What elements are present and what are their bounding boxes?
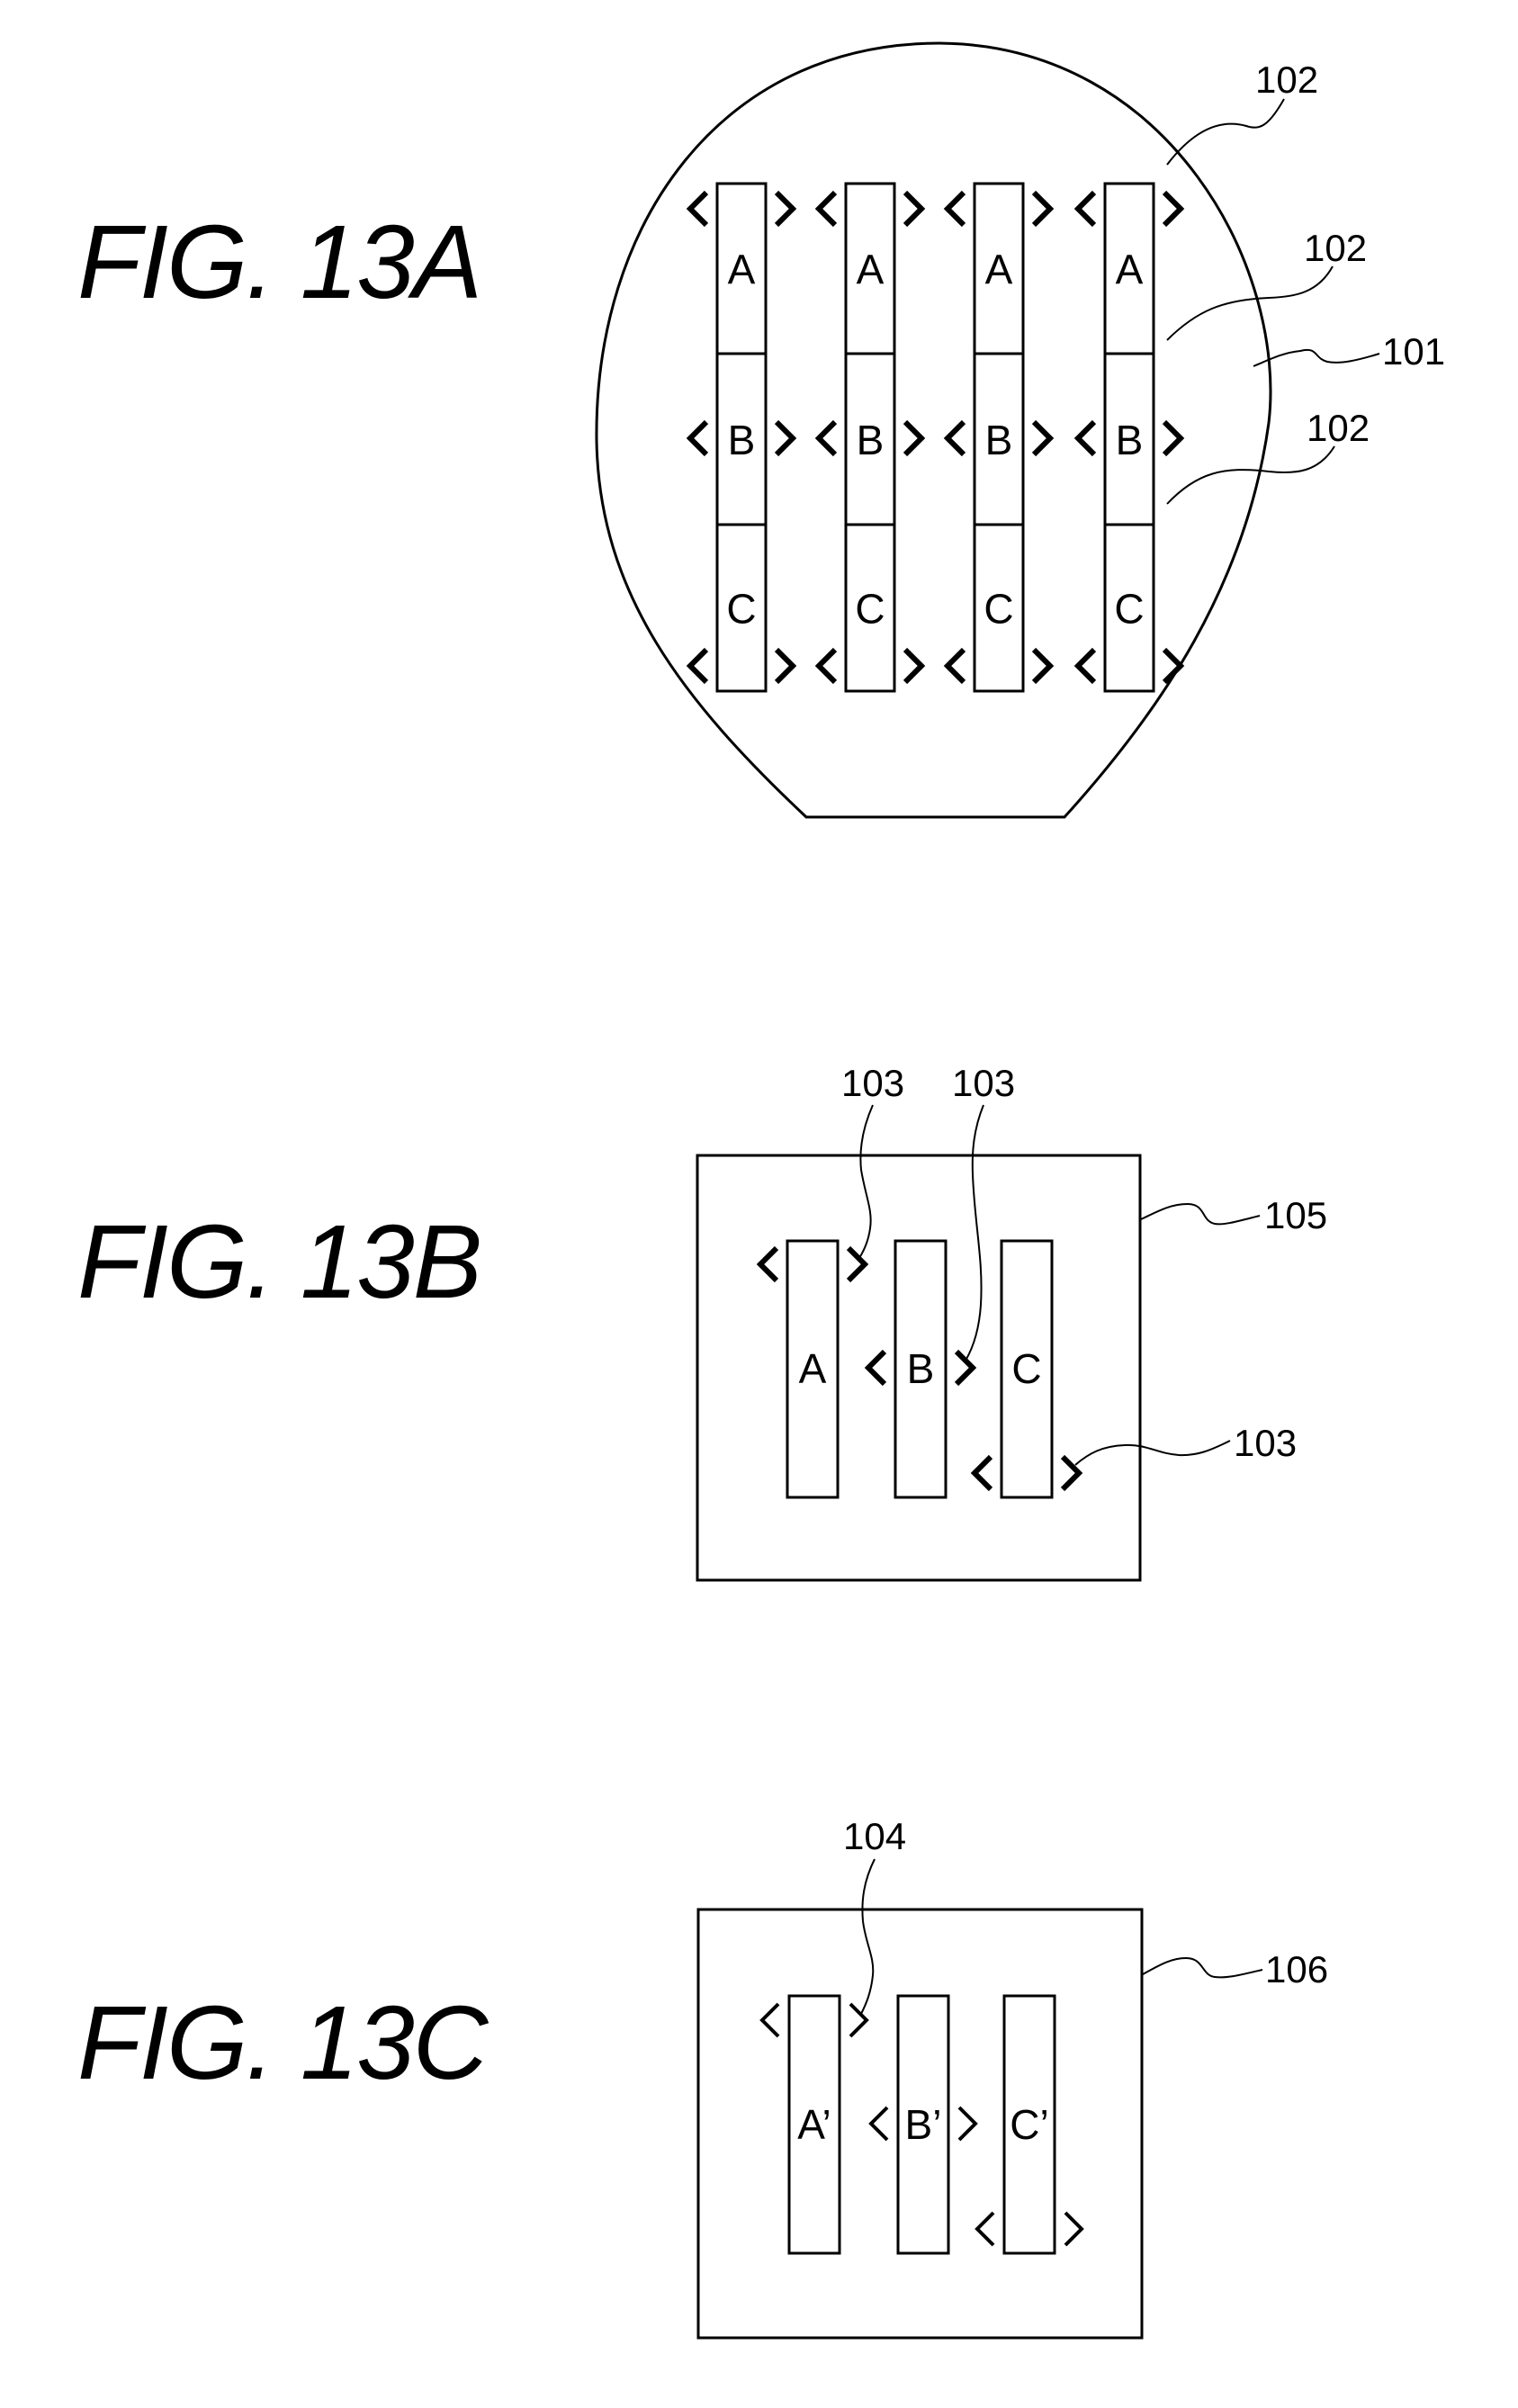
shot-label-a: A [728,247,756,293]
shot-cells: A B C [760,1241,1079,1497]
shot-cell-label: C [1011,1345,1041,1392]
alignment-mark-left-icon [762,2004,778,2036]
alignment-mark-left-icon [975,1457,991,1489]
leader-line-102-bottom [1167,446,1334,504]
ref-label-101: 101 [1382,330,1445,373]
alignment-mark-left-icon [819,650,835,682]
shot-cell-label: A [799,1345,827,1392]
shot-label-c: C [726,586,756,633]
leader-line-106 [1143,1958,1262,1977]
figure-13a: FIG. 13A A B C A B C A B C A B C 102 102 101 102 [77,43,1445,817]
shot-cell: A [760,1241,865,1497]
shot-cells-prime: A’ B’ C’ [762,1996,1082,2253]
shot-label-a: A [1116,247,1144,293]
shot-label-a: A [985,247,1013,293]
alignment-mark-right-icon [777,422,793,454]
ref-label-103-c: 103 [1234,1422,1297,1464]
leader-line-103-c [1075,1441,1230,1465]
shot-columns: A B C A B C A B C A B C [690,184,1181,691]
ref-label-103-b: 103 [952,1062,1015,1104]
alignment-mark-right-icon [1034,650,1050,682]
alignment-mark-left-icon [1078,193,1094,225]
alignment-mark-right-icon [959,2107,975,2140]
alignment-mark-left-icon [690,650,706,682]
shot-cell: B’ [871,1996,975,2253]
figure-13b: FIG. 13B A B C 103 103 105 103 [77,1062,1327,1580]
ref-label-102-top: 102 [1255,58,1318,101]
shot-column: A B C [690,184,793,691]
leader-line-104 [861,1859,875,2014]
leader-line-103-a [859,1105,873,1258]
alignment-mark-left-icon [819,422,835,454]
shot-label-c: C [984,586,1013,633]
alignment-mark-left-icon [868,1352,885,1384]
alignment-mark-left-icon [690,193,706,225]
alignment-mark-right-icon [1063,1457,1079,1489]
shot-cell: C [975,1241,1079,1497]
ref-label-102-middle: 102 [1304,227,1367,269]
alignment-mark-left-icon [760,1248,777,1280]
alignment-mark-left-icon [819,193,835,225]
alignment-mark-right-icon [1065,2213,1082,2245]
ref-label-102-bottom: 102 [1307,407,1370,449]
shot-column: A B C [819,184,921,691]
shot-cell: C’ [977,1996,1082,2253]
alignment-mark-right-icon [905,422,921,454]
alignment-mark-right-icon [957,1352,973,1384]
alignment-mark-left-icon [871,2107,887,2140]
ref-label-106: 106 [1265,1948,1328,1990]
alignment-mark-left-icon [690,422,706,454]
shot-column: A B C [948,184,1050,691]
shot-cell: B [868,1241,973,1497]
shot-cell-label: B [907,1345,935,1392]
figure-13c: FIG. 13C A’ B’ C’ 104 106 [77,1815,1328,2338]
alignment-mark-right-icon [1164,650,1181,682]
alignment-mark-left-icon [1078,650,1094,682]
alignment-mark-right-icon [905,193,921,225]
figure-13b-title: FIG. 13B [77,1203,481,1320]
alignment-mark-left-icon [948,422,964,454]
ref-label-105: 105 [1264,1194,1327,1236]
shot-label-c: C [1114,586,1144,633]
shot-label-b: B [1116,417,1144,463]
ref-label-103-a: 103 [841,1062,904,1104]
alignment-mark-right-icon [1034,193,1050,225]
shot-cell-label: A’ [797,2101,831,2148]
shot-cell-label: B’ [905,2101,942,2148]
alignment-mark-left-icon [1078,422,1094,454]
alignment-mark-left-icon [977,2213,993,2245]
alignment-mark-left-icon [948,193,964,225]
leader-line-105 [1141,1204,1260,1224]
alignment-mark-left-icon [948,650,964,682]
alignment-mark-right-icon [1034,422,1050,454]
shot-label-b: B [728,417,756,463]
shot-label-b: B [985,417,1013,463]
ref-label-104: 104 [843,1815,906,1857]
alignment-mark-right-icon [1164,193,1181,225]
shot-column: A B C [1078,184,1181,691]
shot-cell-label: C’ [1010,2101,1048,2148]
leader-line-102-top [1167,99,1284,165]
alignment-mark-right-icon [777,193,793,225]
alignment-mark-right-icon [777,650,793,682]
shot-label-a: A [857,247,885,293]
shot-cell: A’ [762,1996,867,2253]
shot-label-b: B [857,417,885,463]
alignment-mark-right-icon [905,650,921,682]
shot-label-c: C [855,586,885,633]
figure-13c-title: FIG. 13C [77,1984,490,2101]
alignment-mark-right-icon [1164,422,1181,454]
leader-line-103-b [966,1105,984,1361]
figure-13a-title: FIG. 13A [77,203,481,320]
leader-line-101 [1253,350,1379,366]
